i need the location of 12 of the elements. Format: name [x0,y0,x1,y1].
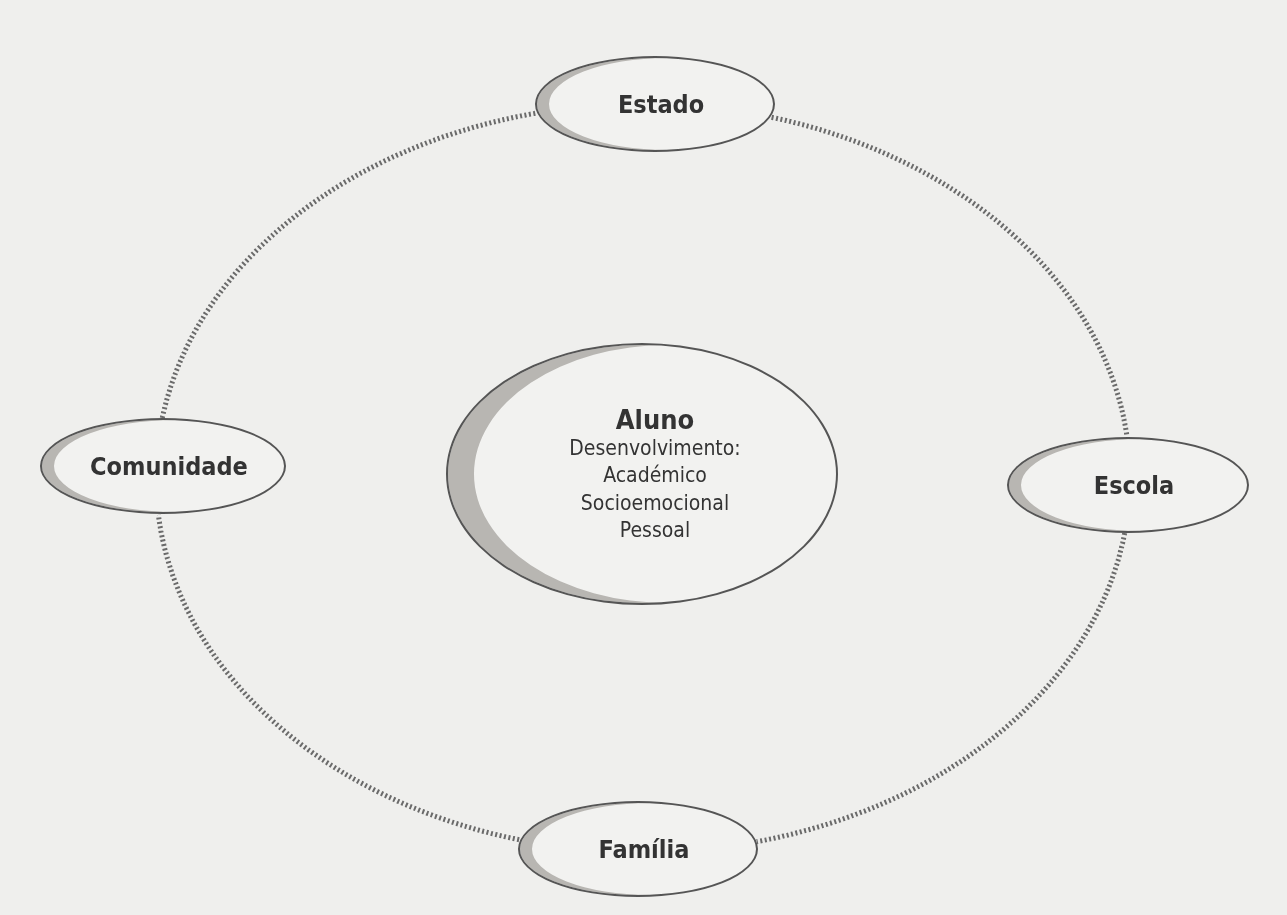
node-title: Comunidade [90,451,248,481]
node-title: Escola [1093,470,1175,500]
dotted-connector [770,114,1130,438]
node-text: Socioemocional [580,489,730,517]
node-title: Família [598,834,690,864]
node-text: Desenvolvimento: [569,434,741,462]
dotted-connector [756,532,1128,845]
node-text: Pessoal [619,516,691,544]
node-title: Aluno [615,403,695,435]
dotted-connector [159,110,537,419]
node-title: Estado [617,89,705,119]
node-text: Académico [603,462,707,490]
